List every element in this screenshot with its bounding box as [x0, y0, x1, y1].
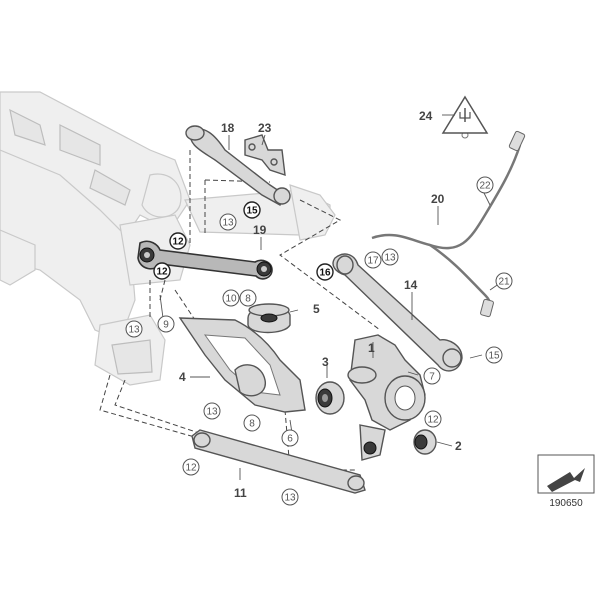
svg-text:12: 12 [172, 237, 184, 248]
toe-link-14 [332, 253, 463, 372]
svg-text:12: 12 [427, 415, 439, 426]
svg-text:6: 6 [287, 434, 293, 445]
svg-text:13: 13 [222, 218, 234, 229]
svg-text:13: 13 [128, 325, 140, 336]
label-4: 4 [179, 370, 186, 384]
bubble-13-bottom: 13 [281, 488, 299, 506]
rear-subframe [0, 91, 336, 386]
svg-text:13: 13 [384, 253, 396, 264]
label-3: 3 [322, 355, 329, 369]
svg-text:9: 9 [163, 320, 169, 331]
svg-text:16: 16 [319, 268, 331, 279]
leader-lines [159, 114, 504, 480]
svg-text:8: 8 [249, 419, 255, 430]
bushing-2 [413, 429, 437, 455]
diagram-reference-number: 190650 [549, 498, 583, 509]
svg-text:15: 15 [488, 351, 500, 362]
bracket-23 [244, 134, 286, 177]
upper-control-arm-18 [185, 125, 291, 206]
bubble-8-upper: 8 [239, 289, 257, 307]
bushing-3 [315, 381, 345, 415]
label-14: 14 [404, 278, 418, 292]
svg-text:12: 12 [156, 267, 168, 278]
label-24: 24 [419, 109, 433, 123]
label-5: 5 [313, 302, 320, 316]
label-2: 2 [455, 439, 462, 453]
svg-text:13: 13 [284, 493, 296, 504]
bubble-13-right: 13 [381, 248, 399, 266]
bubble-12-upper: 12 [169, 232, 187, 250]
bubble-21: 21 [495, 272, 513, 290]
reference-box: 190650 [537, 454, 595, 509]
bubble-12-lower: 12 [153, 262, 171, 280]
label-11: 11 [234, 486, 247, 500]
svg-text:22: 22 [479, 181, 491, 192]
svg-text:13: 13 [206, 407, 218, 418]
wheel-carrier-1 [347, 334, 426, 461]
bubble-15-right: 15 [485, 346, 503, 364]
wishbone-4 [178, 317, 306, 413]
bubble-13-middle: 13 [203, 402, 221, 420]
svg-text:7: 7 [429, 372, 435, 383]
label-1: 1 [368, 341, 375, 355]
bubble-10: 10 [222, 289, 240, 307]
label-19: 19 [253, 223, 267, 237]
svg-text:12: 12 [185, 463, 197, 474]
bubble-17: 17 [364, 251, 382, 269]
svg-text:15: 15 [246, 206, 258, 217]
svg-text:8: 8 [245, 294, 251, 305]
bubble-13-upper: 13 [219, 213, 237, 231]
label-18: 18 [221, 121, 235, 135]
control-arm-19 [137, 240, 273, 280]
arrow-icon [547, 468, 585, 492]
svg-text:21: 21 [498, 277, 510, 288]
label-20: 20 [431, 192, 445, 206]
bubble-16: 16 [316, 263, 334, 281]
bubble-12-bottom: 12 [182, 458, 200, 476]
svg-text:17: 17 [367, 256, 379, 267]
tension-strut-11 [191, 429, 366, 494]
rubber-mount-5 [247, 303, 291, 334]
bubble-6: 6 [281, 429, 299, 447]
bubble-7: 7 [423, 367, 441, 385]
bubble-9: 9 [157, 315, 175, 333]
bubble-8-lower: 8 [243, 414, 261, 432]
circled-labels: 13 15 12 12 16 17 13 22 [125, 176, 513, 506]
bubble-13-left: 13 [125, 320, 143, 338]
part-number-labels: 18 23 19 14 24 20 5 1 3 4 2 11 [179, 109, 462, 500]
bubble-22: 22 [476, 176, 494, 194]
label-23: 23 [258, 121, 272, 135]
bubble-15-upper: 15 [243, 201, 261, 219]
svg-text:10: 10 [225, 294, 237, 305]
bubble-12-knuckle: 12 [424, 410, 442, 428]
